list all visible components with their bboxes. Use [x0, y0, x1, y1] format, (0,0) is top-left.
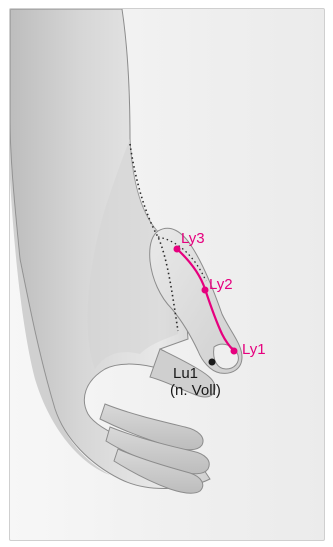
point-ly2 [202, 287, 209, 294]
point-ly1 [231, 348, 238, 355]
illustration-frame: Ly3 Ly2 Ly1 Lu1 (n. Voll) [9, 8, 325, 541]
hand-illustration: Ly3 Ly2 Ly1 Lu1 (n. Voll) [10, 9, 324, 540]
label-ly1: Ly1 [242, 341, 266, 358]
label-lu1-note: (n. Voll) [170, 382, 221, 399]
point-ly3 [174, 246, 181, 253]
point-lu1 [209, 359, 216, 366]
label-ly3: Ly3 [181, 230, 205, 247]
label-lu1: Lu1 [173, 365, 198, 382]
label-ly2: Ly2 [209, 276, 233, 293]
